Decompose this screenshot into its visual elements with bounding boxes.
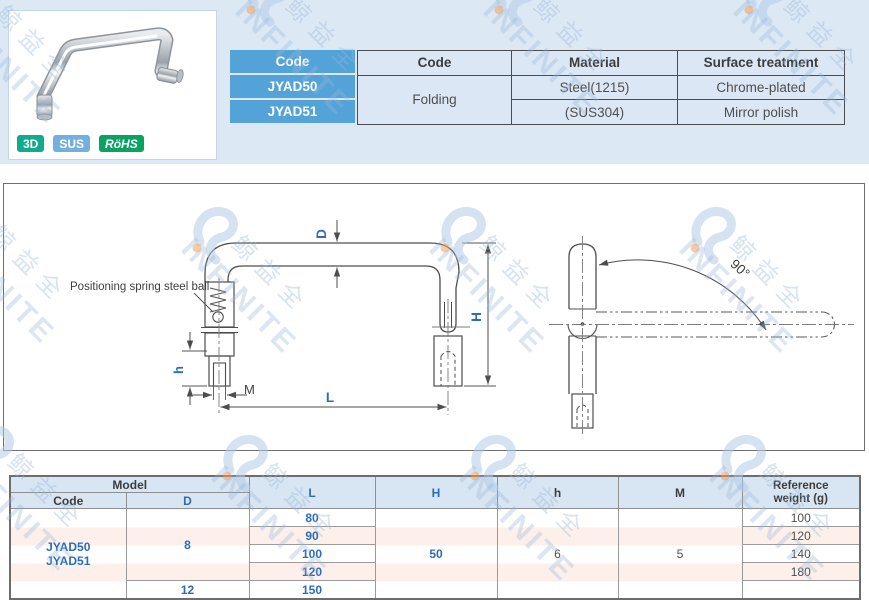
ref-weight-line1: Reference — [772, 479, 829, 492]
L-value: 90 — [248, 526, 376, 545]
table-row: 100 140 — [10, 544, 861, 563]
L-value: 100 — [248, 544, 376, 563]
badge-row: 3D SUS RöHS — [17, 135, 144, 152]
code-jyad51: JYAD51 — [230, 100, 355, 123]
3d-badge[interactable]: 3D — [17, 135, 45, 152]
material-table: Code Material Surface treatment Folding … — [357, 50, 845, 126]
dim-h: h — [171, 366, 186, 374]
ref-weight-header: Reference weight (g) — [741, 475, 861, 509]
h-value: 6 — [496, 508, 619, 600]
material-steel: Steel(1215) — [511, 74, 678, 101]
D-column-header: D — [125, 492, 250, 509]
code-subheader: Code — [9, 492, 127, 509]
M-column-header: M — [617, 475, 743, 509]
code-material-table: Code JYAD50 JYAD51 Code Material Surface… — [230, 50, 845, 126]
L-value: 120 — [248, 562, 376, 581]
callout-label: Positioning spring steel ball — [70, 281, 209, 293]
technical-drawing: Positioning spring steel ball D H h M L — [70, 220, 854, 436]
d12-cell: 12 — [125, 580, 250, 600]
ref-weight-line2: weight (g) — [773, 492, 828, 505]
dim-angle: 90° — [727, 256, 752, 281]
technical-drawing-box: Positioning spring steel ball D H h M L — [3, 183, 865, 451]
code-column-header: Code — [230, 50, 355, 73]
surface-mirror: Mirror polish — [677, 99, 845, 125]
d8-cell: 8 — [125, 508, 250, 581]
dim-M: M — [244, 382, 255, 397]
model-header: Model — [9, 475, 250, 493]
weight-value: 100 — [741, 508, 861, 527]
dim-H: H — [469, 312, 484, 322]
material-sus: (SUS304) — [511, 99, 678, 125]
H-column-header: H — [374, 475, 498, 509]
sus-badge[interactable]: SUS — [53, 135, 91, 152]
product-image-card: 3D SUS RöHS — [8, 10, 217, 160]
surface-header: Surface treatment — [677, 50, 845, 76]
dim-D: D — [314, 229, 329, 239]
code-jyad50: JYAD50 — [230, 75, 355, 98]
material-header: Material — [511, 50, 678, 76]
weight-value: 140 — [741, 544, 861, 563]
L-value: 80 — [248, 508, 376, 527]
M-value: 5 — [617, 508, 743, 600]
weight-value: 180 — [741, 562, 861, 581]
weight-value — [741, 580, 861, 600]
rohs-badge[interactable]: RöHS — [99, 135, 144, 152]
spec-table: Model L H h M Reference weight (g) Code … — [9, 475, 862, 600]
code-column: Code JYAD50 JYAD51 — [230, 50, 355, 125]
weight-value: 120 — [741, 526, 861, 545]
table-row: 12 150 — [10, 580, 861, 600]
L-column-header: L — [248, 475, 376, 509]
type-header: Code — [357, 50, 512, 76]
table-row: JYAD50 JYAD51 8 80 50 6 5 100 — [9, 508, 861, 600]
surface-chrome: Chrome-plated — [677, 74, 845, 101]
type-value: Folding — [357, 74, 512, 126]
h-column-header: h — [496, 475, 619, 509]
dim-L: L — [326, 390, 334, 405]
L-value: 150 — [248, 580, 376, 600]
H-value: 50 — [374, 508, 498, 600]
handle-product-image — [36, 27, 184, 121]
code-cell: JYAD50 JYAD51 — [9, 508, 127, 600]
